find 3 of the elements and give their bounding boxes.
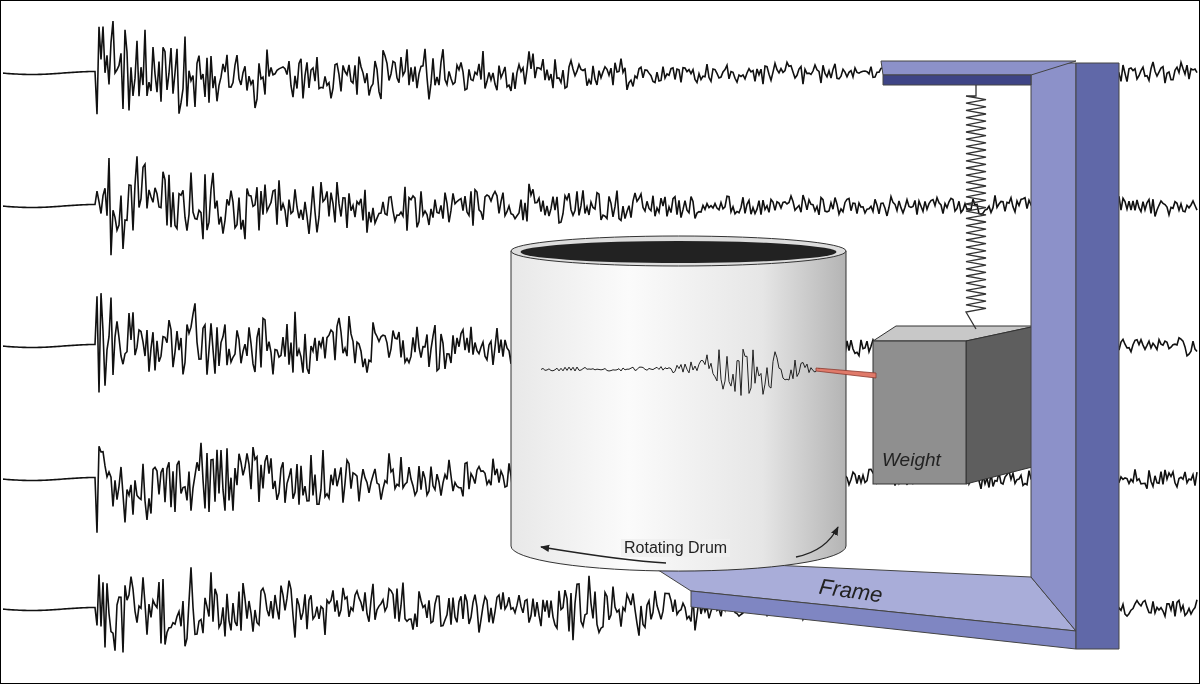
part-label: Weight [881, 449, 943, 471]
part-label: Frame [816, 573, 886, 609]
part-label: Rotating Drum [621, 539, 731, 557]
